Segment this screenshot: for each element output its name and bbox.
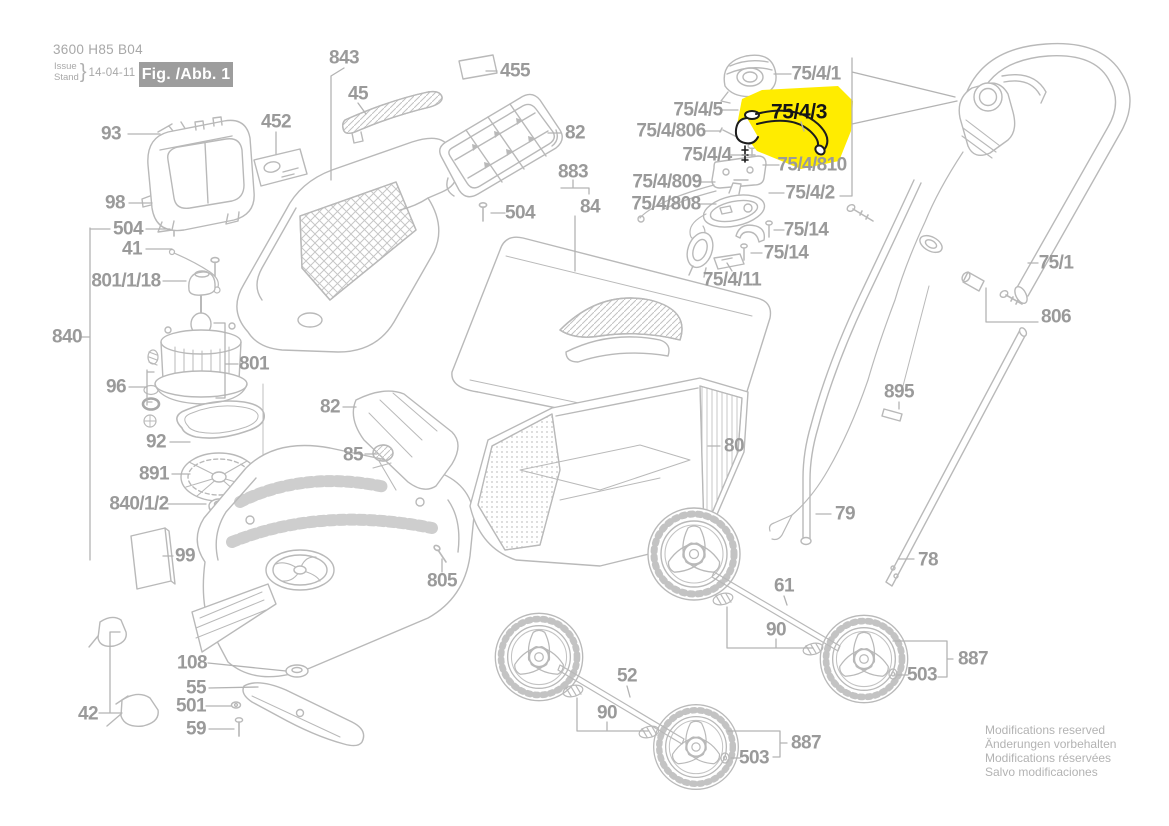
part-label-61: 61 xyxy=(774,575,795,597)
notice-line-es: Salvo modificaciones xyxy=(985,765,1098,779)
part-label-504: 504 xyxy=(113,218,144,240)
mulch-flaps-drawing xyxy=(88,616,159,727)
switch-assembly-drawing xyxy=(637,54,777,278)
motor-drawing xyxy=(154,295,248,405)
part-label-82: 82 xyxy=(565,122,586,144)
spring-85-drawing xyxy=(372,444,397,491)
part-label-840: 840 xyxy=(52,326,83,348)
part-label-90: 90 xyxy=(597,702,618,724)
part-label-503: 503 xyxy=(907,664,938,686)
notice-line-de: Änderungen vorbehalten xyxy=(985,737,1117,751)
part-label-85: 85 xyxy=(343,444,364,466)
sticker-452-drawing xyxy=(253,148,308,187)
part-label-80: 80 xyxy=(724,435,745,457)
deck-chassis-drawing xyxy=(191,383,514,678)
part-label-98: 98 xyxy=(105,192,126,214)
part-label-59: 59 xyxy=(186,718,207,740)
part-label-501: 501 xyxy=(176,695,207,717)
part-label-52: 52 xyxy=(617,665,638,687)
issue-date: 14-04-11 xyxy=(88,66,136,79)
springs-90-drawing xyxy=(562,592,824,739)
part-label-108: 108 xyxy=(177,652,208,674)
washers-503-drawing xyxy=(720,668,898,764)
part-label-79: 79 xyxy=(835,503,856,525)
issue-stand-block: Issue Stand } 14-04-11 xyxy=(54,61,135,84)
part-label-75-4-809: 75/4/809 xyxy=(632,171,702,193)
part-label-503: 503 xyxy=(739,747,770,769)
plate-99-drawing xyxy=(130,527,176,590)
issue-label-de: Stand xyxy=(54,71,79,83)
part-label-883: 883 xyxy=(558,161,589,183)
part-label-75-4-3: 75/4/3 xyxy=(771,100,827,124)
issue-label-en: Issue xyxy=(54,60,77,72)
washer-screw-drawing xyxy=(230,701,244,737)
part-label-887: 887 xyxy=(958,648,989,670)
part-label-84: 84 xyxy=(580,196,601,218)
lower-handle-tubes-drawing xyxy=(800,179,1028,587)
part-label-840-1-2: 840/1/2 xyxy=(109,493,169,515)
highlighted-lever-drawing xyxy=(734,109,829,163)
part-label-801-1-18: 801/1/18 xyxy=(91,270,161,292)
part-label-806: 806 xyxy=(1041,306,1072,328)
notice-line-fr: Modifications réservées xyxy=(985,751,1112,765)
part-label-504: 504 xyxy=(505,202,536,224)
part-label-93: 93 xyxy=(101,123,122,145)
small-parts-96-drawing xyxy=(141,349,161,428)
deflector-drawing xyxy=(352,390,459,490)
part-label-75-14: 75/14 xyxy=(783,219,829,241)
blade-drawing xyxy=(242,664,365,747)
part-label-55: 55 xyxy=(186,677,207,699)
part-label-895: 895 xyxy=(884,381,915,403)
part-label-41: 41 xyxy=(122,238,143,260)
modifications-notice: Modifications reserved Änderungen vorbeh… xyxy=(985,723,1116,779)
highlight-region xyxy=(734,86,853,169)
part-label-82: 82 xyxy=(320,396,341,418)
part-label-75-14: 75/14 xyxy=(763,242,809,264)
part-label-75-4-2: 75/4/2 xyxy=(785,182,835,204)
belt-drawing xyxy=(176,400,266,439)
brace-glyph: } xyxy=(79,61,87,83)
part-label-90: 90 xyxy=(766,619,787,641)
upper-handle-drawing xyxy=(768,42,1131,541)
part-label-75-4-806: 75/4/806 xyxy=(636,120,706,142)
handle-grip-drawing xyxy=(342,90,443,144)
part-label-75-4-808: 75/4/808 xyxy=(631,193,701,215)
switch-housing-drawing xyxy=(141,116,255,233)
leader-lines xyxy=(79,57,1039,759)
screw-805-drawing xyxy=(433,544,447,563)
model-number: 3600 H85 B04 xyxy=(53,42,143,57)
part-label-45: 45 xyxy=(348,83,369,105)
part-label-75-4-1: 75/4/1 xyxy=(791,63,841,85)
part-label-75-4-5: 75/4/5 xyxy=(673,99,723,121)
cap-drawing xyxy=(188,270,216,296)
part-label-891: 891 xyxy=(139,463,170,485)
part-label-96: 96 xyxy=(106,376,127,398)
part-label-75-4-11: 75/4/11 xyxy=(702,269,762,291)
notice-line-en: Modifications reserved xyxy=(985,723,1106,737)
part-label-75-4-4: 75/4/4 xyxy=(682,144,732,166)
part-label-42: 42 xyxy=(78,703,99,725)
part-label-801: 801 xyxy=(239,353,270,375)
axles-drawing xyxy=(557,571,841,745)
part-label-75-1: 75/1 xyxy=(1038,252,1074,274)
sticker-455-drawing xyxy=(458,54,498,80)
part-label-78: 78 xyxy=(918,549,939,571)
part-label-887: 887 xyxy=(791,732,822,754)
chassis-cover-drawing xyxy=(236,137,458,353)
part-label-92: 92 xyxy=(146,431,167,453)
part-label-99: 99 xyxy=(175,545,196,567)
part-label-805: 805 xyxy=(427,570,458,592)
part-label-452: 452 xyxy=(261,111,292,133)
keypad-drawing xyxy=(439,93,563,198)
part-label-75-4-810: 75/4/810 xyxy=(777,154,847,176)
figure-badge: Fig. /Abb. 1 xyxy=(139,62,233,87)
part-label-843: 843 xyxy=(329,47,360,69)
part-label-455: 455 xyxy=(500,60,531,82)
